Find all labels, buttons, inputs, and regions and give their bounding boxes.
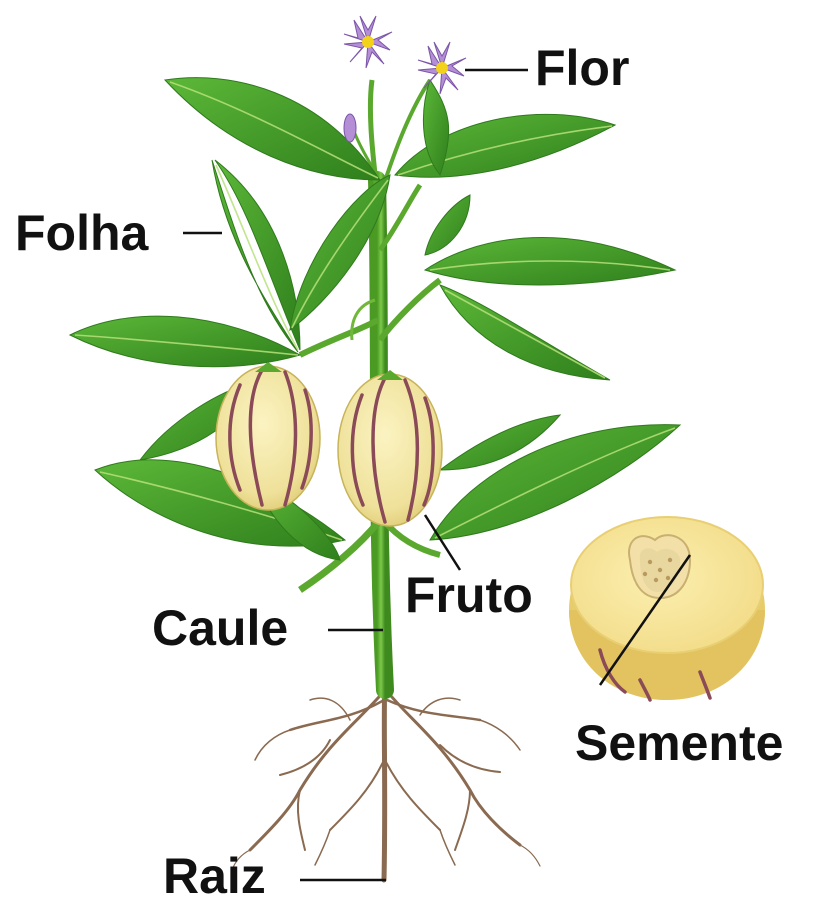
flower-bud [344,114,356,142]
label-fruit: Fruto [405,567,533,623]
flower-left [344,16,392,68]
label-seed: Semente [575,715,783,771]
label-leaf: Folha [15,205,150,261]
label-stem: Caule [152,600,288,656]
flower-right [418,42,466,94]
label-root: Raiz [163,848,266,897]
fruits [216,362,442,526]
roots [232,680,540,880]
fruit-cross-section [569,517,765,700]
label-flower: Flor [535,40,629,96]
